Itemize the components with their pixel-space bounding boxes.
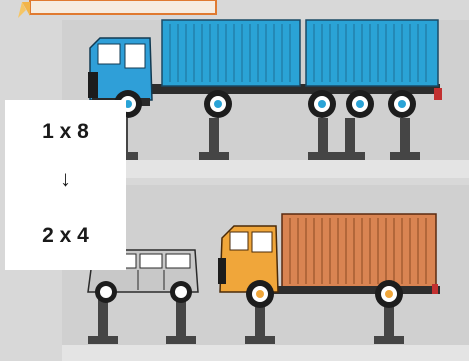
- tail-light: [434, 88, 442, 100]
- orange-container: [281, 213, 437, 289]
- tail-light-lower: [432, 284, 438, 294]
- warning-tag-icon: [18, 0, 217, 18]
- floor-strip-lower: [62, 345, 469, 361]
- truck-wheels-upper: [114, 90, 416, 118]
- truck-chassis: [270, 286, 440, 294]
- config-after-label: 2 x 4: [42, 224, 89, 247]
- trailer-chassis: [150, 84, 440, 94]
- configuration-label-card: 1 x 8 ↓ 2 x 4: [5, 100, 126, 270]
- floor-strip-upper: [98, 160, 469, 178]
- config-before-label: 1 x 8: [42, 120, 89, 143]
- truck-wheels-lower: [246, 280, 403, 308]
- shipping-container-rear: [305, 19, 439, 87]
- mobile-lift-columns-lower: [88, 298, 404, 344]
- arrow-down-icon: ↓: [60, 166, 71, 191]
- shipping-container-front: [161, 19, 301, 87]
- orange-truck-cab: [218, 225, 279, 293]
